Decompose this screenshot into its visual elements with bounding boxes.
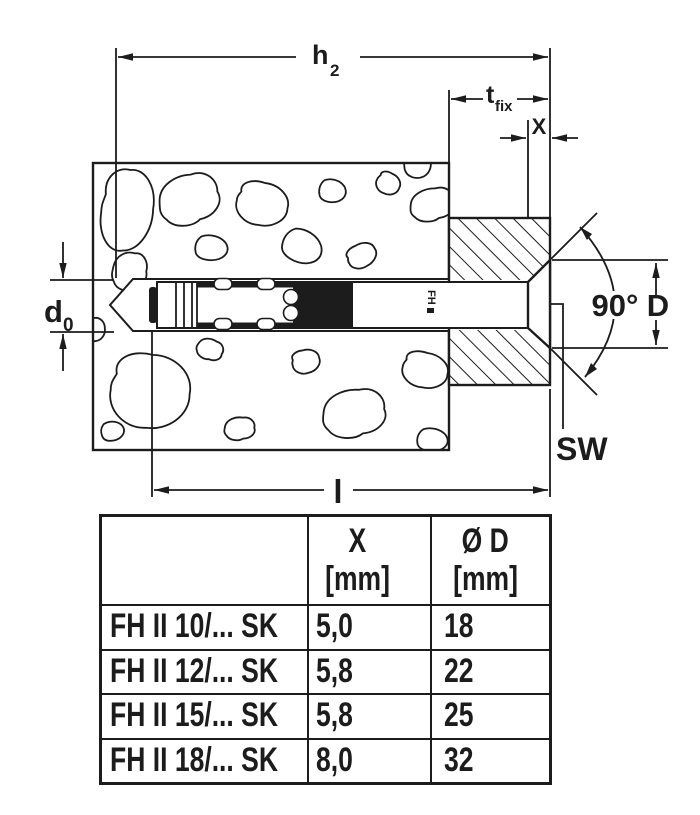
header-d-symbol: Ø D bbox=[461, 521, 510, 560]
header-d-unit: [mm] bbox=[453, 559, 518, 598]
row-d-value: 18 bbox=[430, 604, 549, 649]
h2-label-sub: 2 bbox=[330, 61, 339, 80]
h2-label: h bbox=[312, 40, 329, 70]
row-d-value: 22 bbox=[430, 648, 549, 693]
dimension-labels: h 2 t fix X d 0 90° D SW l bbox=[44, 40, 669, 510]
angle-label: 90° bbox=[592, 288, 639, 323]
spec-table: X [mm] Ø D [mm] FH II 10/... SK 5,0 18 F… bbox=[99, 514, 552, 785]
row-d-value: 25 bbox=[430, 693, 549, 738]
sw-leader-line bbox=[551, 303, 564, 429]
fixture-hatch-lower bbox=[450, 330, 549, 384]
x-label: X bbox=[532, 114, 547, 139]
row-model: FH II 18/... SK bbox=[102, 737, 307, 783]
row-x-value: 8,0 bbox=[307, 737, 430, 782]
expansion-sleeve bbox=[149, 277, 353, 331]
row-x-value: 5,0 bbox=[307, 604, 430, 649]
tfix-label-sub: fix bbox=[495, 98, 513, 115]
sw-label: SW bbox=[556, 431, 608, 467]
anchor-bolt: FH bbox=[149, 257, 552, 351]
row-x-value: 5,8 bbox=[307, 693, 430, 738]
d0-label-sub: 0 bbox=[63, 315, 74, 336]
row-model: FH II 12/... SK bbox=[102, 648, 307, 694]
sleeve-end-cap bbox=[149, 287, 157, 323]
header-x-unit: [mm] bbox=[325, 559, 390, 598]
row-d-value: 32 bbox=[430, 737, 549, 782]
sleeve-slot bbox=[256, 277, 276, 291]
dimensions bbox=[50, 48, 668, 497]
header-x-symbol: X bbox=[348, 521, 367, 560]
sleeve-slot bbox=[213, 317, 233, 331]
spec-table-header-x: X [mm] bbox=[307, 517, 430, 604]
row-model: FH II 15/... SK bbox=[102, 693, 307, 738]
anchor-marking: FH bbox=[425, 290, 437, 313]
sleeve-slot bbox=[213, 277, 233, 291]
diameter-label: D bbox=[647, 288, 669, 323]
dimension-x bbox=[500, 120, 578, 218]
row-model: FH II 10/... SK bbox=[102, 604, 307, 649]
dimension-l bbox=[151, 332, 551, 497]
installation-drawing: FH bbox=[44, 40, 669, 510]
d0-label: d bbox=[44, 294, 63, 329]
spec-table-header-model bbox=[102, 517, 307, 604]
sleeve-slot bbox=[256, 317, 276, 331]
countersunk-head bbox=[526, 257, 552, 351]
expansion-cone bbox=[293, 282, 352, 328]
l-label: l bbox=[333, 473, 342, 510]
tfix-label: t bbox=[486, 81, 495, 109]
dimension-d0 bbox=[50, 242, 114, 371]
row-x-value: 5,8 bbox=[307, 648, 430, 693]
anchor-marking-text: FH bbox=[425, 290, 437, 305]
dimension-h2 bbox=[115, 48, 551, 278]
fixture-hatch-upper bbox=[450, 219, 549, 280]
spec-table-header-d: Ø D [mm] bbox=[430, 517, 549, 604]
dimension-tfix bbox=[448, 90, 548, 162]
